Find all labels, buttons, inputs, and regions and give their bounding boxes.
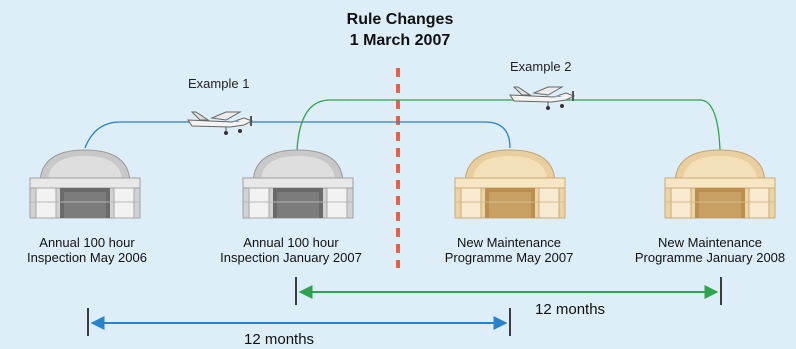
hangar-icon: [242, 149, 354, 219]
example-2-flight-path: [296, 99, 721, 151]
airplane-icon: [509, 86, 575, 111]
interval-label-blue: 12 months: [244, 331, 315, 348]
hangar-caption-line-2: Inspection January 2007: [220, 250, 362, 265]
hangar-caption-line-1: Annual 100 hour: [39, 235, 135, 250]
hangar-caption-line-1: Annual 100 hour: [243, 235, 339, 250]
title-line-2: 1 March 2007: [349, 32, 451, 49]
example-2-label: Example 2: [510, 59, 572, 74]
hangar-caption: New Maintenance Programme January 2008: [610, 235, 796, 265]
hangar-icon: [454, 149, 566, 219]
hangar-caption: New Maintenance Programme May 2007: [409, 235, 609, 265]
hangar-caption: Annual 100 hour Inspection May 2006: [0, 235, 187, 265]
hangar-caption-line-2: Inspection May 2006: [27, 250, 147, 265]
hangar-caption: Annual 100 hour Inspection January 2007: [191, 235, 391, 265]
hangar-caption-line-1: New Maintenance: [456, 235, 562, 250]
title-line-1: Rule Changes: [346, 11, 454, 28]
example-1-label: Example 1: [188, 76, 250, 91]
interval-label-green: 12 months: [535, 301, 606, 318]
airplane-icon: [187, 111, 253, 136]
hangar-icon: [29, 149, 141, 219]
hangar-icon: [664, 149, 776, 219]
hangar-caption-line-2: Programme January 2008: [634, 250, 786, 265]
hangar-caption-line-2: Programme May 2007: [444, 250, 574, 265]
diagram-title: Rule Changes 1 March 2007: [296, 9, 504, 51]
hangar-caption-line-1: New Maintenance: [657, 235, 763, 250]
